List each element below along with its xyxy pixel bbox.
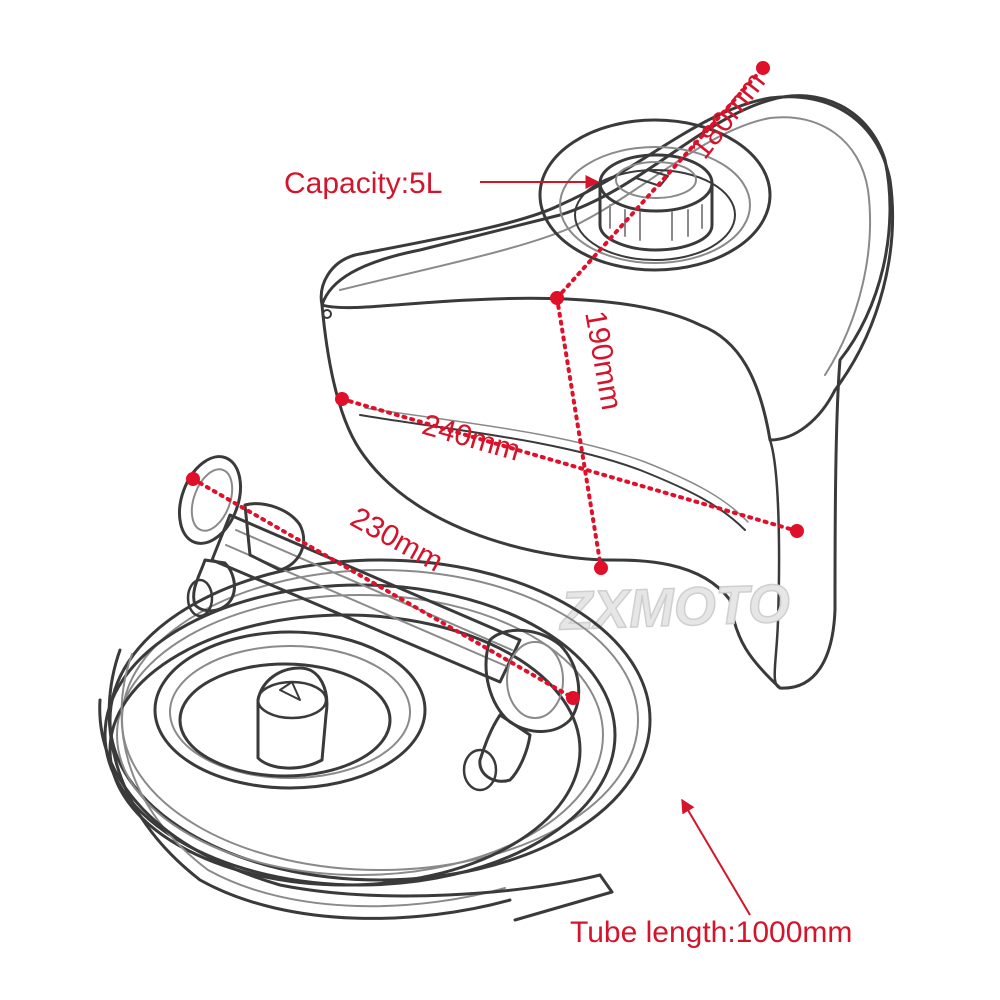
hand-pump — [178, 455, 581, 792]
callout-capacity: Capacity:5L — [284, 167, 600, 200]
tube-length-arrow — [681, 798, 751, 916]
dimension-height-label: 190mm — [578, 308, 628, 412]
tube-length-label: Tube length:1000mm — [570, 916, 852, 949]
filler-cap — [598, 153, 714, 252]
dimension-length-label: 240mm — [419, 408, 524, 467]
dimension-pump-length-label: 230mm — [345, 501, 449, 578]
watermark: ZXMOTO — [557, 574, 791, 642]
capacity-label: Capacity:5L — [284, 167, 442, 200]
callout-tube-length: Tube length:1000mm — [570, 798, 852, 949]
fuel-tank — [319, 94, 894, 690]
dimension-top-width-label: 180mm — [684, 66, 772, 165]
dimension-height: 190mm — [555, 296, 628, 575]
